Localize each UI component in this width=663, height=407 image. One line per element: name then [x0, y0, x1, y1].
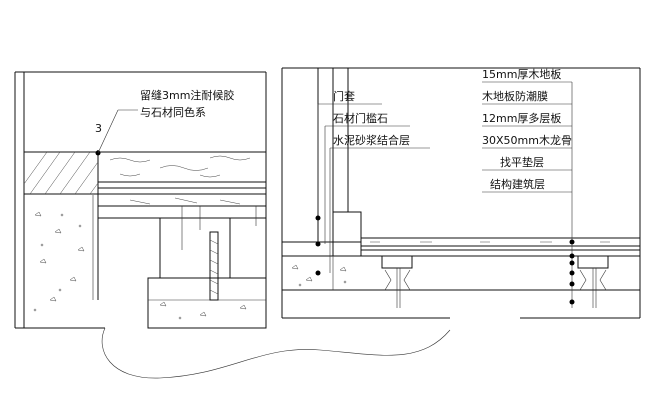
- right-detail: 门套 石材门槛石 水泥砂浆结合层 15mm厚木地板 木地板防潮膜 12mm厚多层…: [281, 67, 641, 319]
- label-stone-threshold: 石材门槛石: [333, 111, 388, 125]
- left-note-line1: 留缝3mm注耐候胶: [140, 88, 234, 102]
- label-leveling-layer: 找平垫层: [500, 155, 544, 169]
- left-note-line2: 与石材同色系: [140, 105, 206, 119]
- stone-hatch: [23, 151, 99, 195]
- label-wood-joist: 30X50mm木龙骨: [482, 134, 572, 147]
- break-curve: [101, 327, 451, 379]
- right-concrete-stipple: [291, 264, 347, 287]
- label-wood-floor: 15mm厚木地板: [482, 67, 561, 81]
- marker-number: 3: [95, 122, 102, 135]
- left-detail: 3 留缝3mm注耐候胶 与石材同色系: [14, 71, 267, 329]
- label-moisture-film: 木地板防潮膜: [482, 89, 548, 103]
- wood-grain: [109, 155, 251, 205]
- label-structural-layer: 结构建筑层: [490, 177, 545, 191]
- label-plywood: 12mm厚多层板: [482, 111, 561, 125]
- concrete-stipple: [33, 211, 247, 320]
- label-mortar-layer: 水泥砂浆结合层: [333, 133, 410, 147]
- label-door-casing: 门套: [333, 89, 355, 103]
